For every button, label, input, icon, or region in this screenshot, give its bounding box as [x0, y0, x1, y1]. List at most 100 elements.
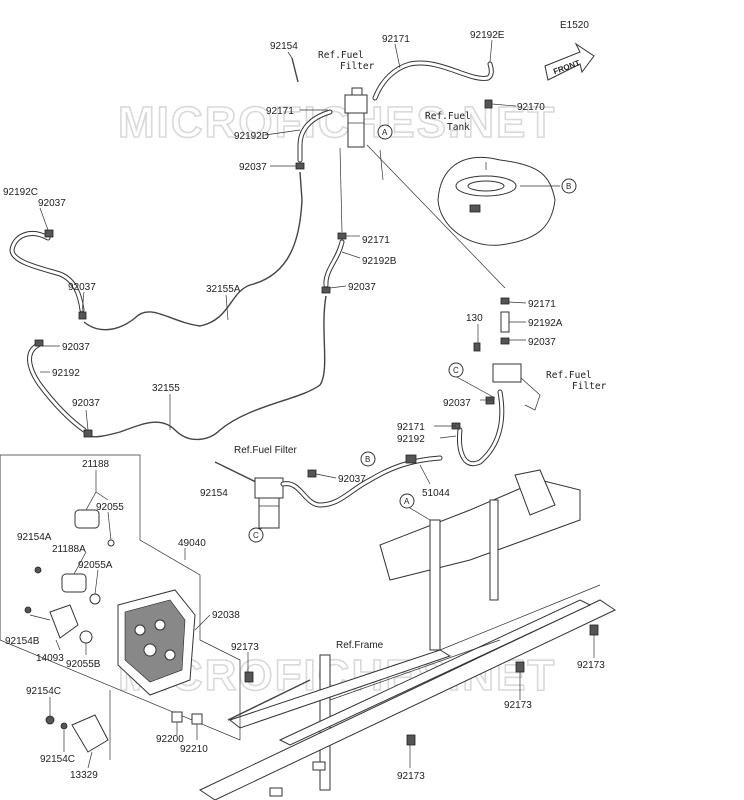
fuel-filter-top	[344, 87, 368, 148]
label-32155: 32155	[152, 383, 180, 394]
label-92171-right: 92171	[528, 299, 556, 310]
svg-text:B: B	[365, 455, 370, 464]
svg-text:B: B	[566, 182, 571, 191]
bracket-13329	[71, 714, 109, 753]
label-92037-d: 92037	[68, 282, 96, 293]
clip-92173-c	[406, 734, 416, 746]
label-92192D: 92192D	[234, 131, 269, 142]
clamp-92037-b	[44, 229, 54, 238]
injection-pump	[117, 589, 196, 696]
label-13329: 13329	[70, 770, 98, 781]
label-92200: 92200	[156, 734, 184, 745]
clip-92173-d	[244, 671, 254, 683]
clamp-92037-c	[78, 311, 87, 320]
hose-92192E	[372, 60, 494, 101]
label-21188: 21188	[82, 459, 110, 470]
clamp-92037-a	[295, 162, 305, 170]
label-92154A: 92154A	[17, 532, 52, 543]
label-92171-right2: 92171	[397, 422, 425, 433]
label-92154-top: 92154	[270, 41, 298, 52]
watermark-top: MICROFICHES.NET	[118, 98, 556, 147]
label-92192B: 92192B	[362, 256, 397, 267]
solenoid-21188A	[61, 573, 101, 605]
label-92192-left: 92192	[52, 368, 80, 379]
label-92055: 92055	[96, 502, 124, 513]
callout-c-mid: C	[248, 527, 264, 543]
ref-fuel-filter-mid: Ref.Fuel Filter	[234, 445, 297, 456]
fuel-filter-right	[492, 363, 541, 411]
bolt-92154B	[24, 606, 32, 614]
label-92192A: 92192A	[528, 318, 563, 329]
label-92038: 92038	[212, 610, 240, 621]
callout-b-tank: B	[561, 178, 577, 194]
label-92055A: 92055A	[78, 560, 113, 571]
label-92154C: 92154C	[26, 686, 61, 697]
label-21188A: 21188A	[52, 544, 86, 555]
label-92037-a: 92037	[239, 162, 267, 173]
bracket-14093	[49, 604, 79, 639]
label-92037-g: 92037	[72, 398, 100, 409]
clamp-92171-mid	[337, 232, 347, 240]
vehicle-frame	[198, 469, 617, 800]
label-92037-i: 92037	[338, 474, 366, 485]
bolt-92154C	[45, 715, 55, 725]
svg-text:A: A	[404, 497, 410, 506]
clamp-92037-h	[485, 396, 495, 405]
hose-92192A	[500, 311, 510, 333]
fuel-tank	[437, 156, 556, 246]
clamp-92171-right	[500, 297, 510, 305]
label-49040: 49040	[178, 538, 206, 549]
clamp-92037-f	[83, 429, 93, 438]
label-92173-a: 92173	[577, 660, 605, 671]
bolt-92154A	[34, 566, 42, 574]
label-92171-left: 92171	[266, 106, 294, 117]
label-92037-b: 92037	[38, 198, 66, 209]
front-arrow-icon: FRONT	[544, 42, 595, 81]
pipe-32155	[89, 295, 327, 441]
label-92192C: 92192C	[3, 187, 38, 198]
label-14093: 14093	[36, 653, 64, 664]
fuel-filter-mid	[254, 477, 284, 529]
label-92154B: 92154B	[5, 636, 40, 647]
collar-92200	[171, 711, 183, 723]
clamp-92037-d	[321, 286, 331, 294]
svg-text:C: C	[453, 366, 459, 375]
label-92171-mid: 92171	[362, 235, 390, 246]
label-130: 130	[466, 313, 483, 324]
label-92154C-b: 92154C	[40, 754, 75, 765]
hose-92192-left	[27, 342, 87, 433]
svg-text:C: C	[253, 531, 259, 540]
leader-filter-a	[339, 147, 343, 233]
ref-frame: Ref.Frame	[336, 640, 384, 651]
label-92173-d: 92173	[231, 642, 259, 653]
label-92192E: 92192E	[470, 30, 505, 41]
clip-92173-a	[589, 624, 599, 636]
clip-92173-b	[515, 661, 525, 673]
solenoid-21188	[74, 509, 115, 547]
bolt-130	[473, 342, 481, 352]
label-92037-e: 92037	[528, 337, 556, 348]
label-92170: 92170	[517, 102, 545, 113]
callout-a-top: A	[377, 124, 393, 140]
label-92055B: 92055B	[66, 659, 101, 670]
label-92037-f: 92037	[62, 342, 90, 353]
frame-pipe-rail	[227, 679, 311, 721]
clamp-92037-i	[307, 469, 317, 478]
bolt-92154-mid	[214, 461, 263, 486]
pump-group-box	[0, 454, 241, 741]
diagram-code: E1520	[560, 20, 589, 31]
washer-92210	[191, 713, 203, 725]
clamp-92037-g	[500, 337, 510, 345]
label-92154-mid: 92154	[200, 488, 228, 499]
svg-text:A: A	[382, 128, 388, 137]
label-92173-b: 92173	[504, 700, 532, 711]
label-92037-c: 92037	[348, 282, 376, 293]
clamp-92170	[484, 99, 493, 109]
leader-tank-a	[366, 144, 506, 289]
label-92171-top: 92171	[382, 34, 410, 45]
label-92037-h: 92037	[443, 398, 471, 409]
